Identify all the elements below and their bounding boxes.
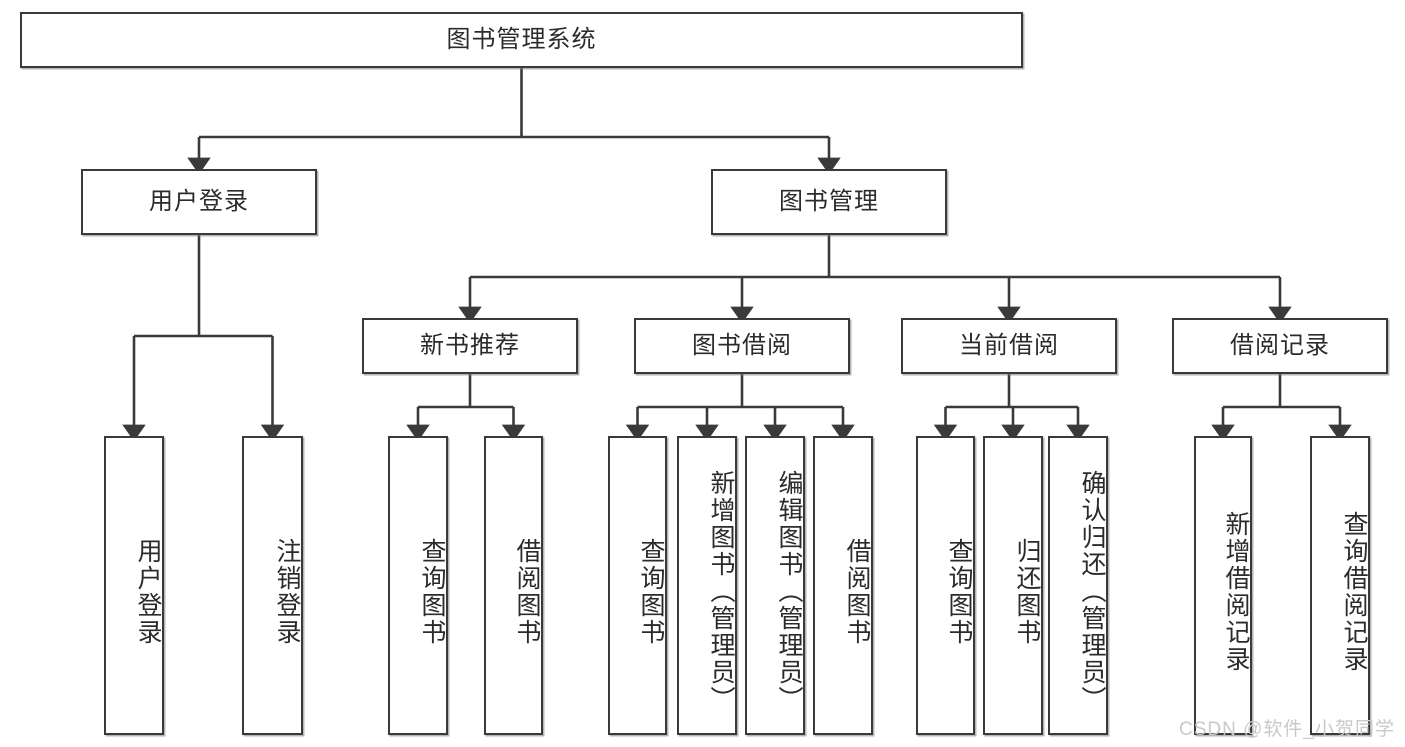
node-leaf-logout[interactable]: 注销登录 (242, 436, 303, 735)
node-label-current-borrow: 当前借阅 (959, 331, 1059, 359)
node-label-leaf-return-book: 归还图书 (1013, 537, 1041, 646)
node-leaf-confirm-return[interactable]: 确认归还（管理员） (1048, 436, 1108, 735)
node-current-borrow[interactable]: 当前借阅 (901, 318, 1117, 374)
node-label-book-borrow: 图书借阅 (692, 331, 792, 359)
node-label-leaf-logout: 注销登录 (273, 537, 301, 646)
node-leaf-user-login[interactable]: 用户登录 (104, 436, 164, 735)
node-borrow-record[interactable]: 借阅记录 (1172, 318, 1388, 374)
node-leaf-borrow-book[interactable]: 借阅图书 (813, 436, 873, 735)
node-leaf-add-borrow-record[interactable]: 新增借阅记录 (1194, 436, 1252, 735)
node-leaf-query-borrow-record[interactable]: 查询借阅记录 (1310, 436, 1370, 735)
node-label-leaf-add-book: 新增图书（管理员） (707, 470, 735, 713)
node-label-leaf-confirm-return: 确认归还（管理员） (1078, 470, 1106, 713)
node-label-book-manage: 图书管理 (779, 187, 879, 215)
node-leaf-add-book[interactable]: 新增图书（管理员） (677, 436, 737, 735)
node-label-leaf-query-borrow-record: 查询借阅记录 (1340, 510, 1368, 673)
node-leaf-query-book-recommend[interactable]: 查询图书 (388, 436, 448, 735)
node-leaf-borrow-book-recommend[interactable]: 借阅图书 (484, 436, 543, 735)
node-label-root: 图书管理系统 (446, 25, 597, 53)
node-label-leaf-query-book-borrow: 查询图书 (637, 537, 665, 646)
node-new-book-recommend[interactable]: 新书推荐 (362, 318, 578, 374)
node-leaf-return-book[interactable]: 归还图书 (983, 436, 1043, 735)
node-label-leaf-edit-book: 编辑图书（管理员） (775, 470, 803, 713)
node-label-leaf-borrow-book: 借阅图书 (843, 537, 871, 646)
node-label-leaf-query-book-current: 查询图书 (945, 537, 973, 646)
node-label-leaf-borrow-book-recommend: 借阅图书 (513, 537, 541, 646)
node-label-leaf-user-login: 用户登录 (134, 537, 162, 646)
node-root[interactable]: 图书管理系统 (20, 12, 1023, 68)
node-leaf-edit-book[interactable]: 编辑图书（管理员） (745, 436, 805, 735)
csdn-watermark: CSDN @软件_小贺同学 (1179, 719, 1395, 740)
node-label-leaf-add-borrow-record: 新增借阅记录 (1222, 510, 1250, 673)
node-user-login[interactable]: 用户登录 (81, 169, 317, 235)
node-book-borrow[interactable]: 图书借阅 (634, 318, 850, 374)
node-label-leaf-query-book-recommend: 查询图书 (418, 537, 446, 646)
node-label-borrow-record: 借阅记录 (1230, 331, 1330, 359)
node-leaf-query-book-current[interactable]: 查询图书 (916, 436, 975, 735)
node-book-manage[interactable]: 图书管理 (711, 169, 947, 235)
node-leaf-query-book-borrow[interactable]: 查询图书 (608, 436, 667, 735)
node-label-user-login: 用户登录 (149, 187, 249, 215)
node-label-new-book-recommend: 新书推荐 (420, 331, 520, 359)
